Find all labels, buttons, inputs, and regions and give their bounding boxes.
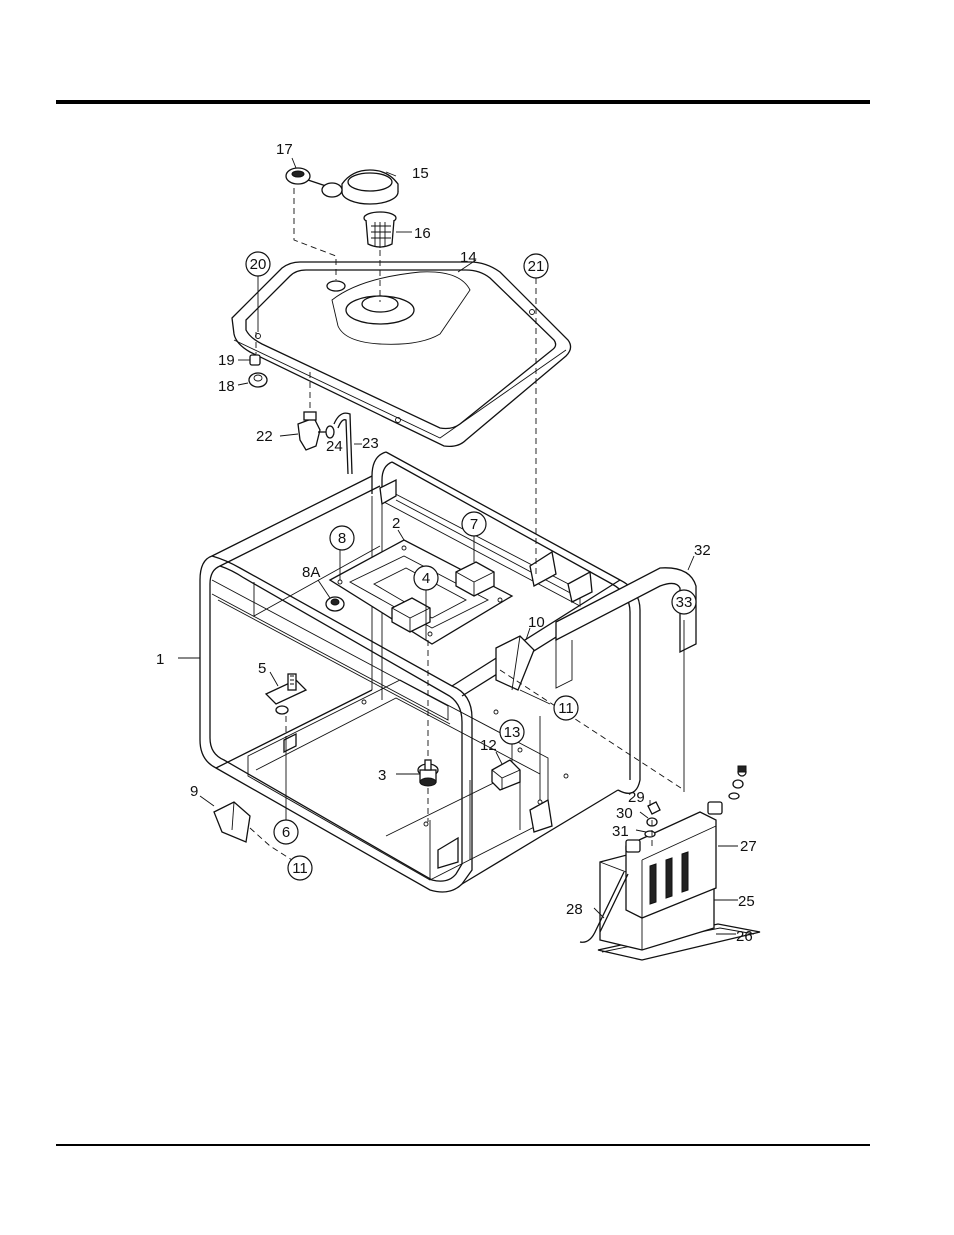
callout-17: 17 — [276, 141, 293, 158]
callout-24: 24 — [326, 438, 343, 455]
callout-30: 30 — [616, 805, 633, 822]
callout-26: 26 — [736, 928, 753, 945]
rubber-mount — [418, 760, 438, 786]
drain-plug — [250, 355, 260, 365]
callout-4: 4 — [422, 570, 430, 587]
fuel-cock — [298, 412, 326, 450]
lock-nut — [326, 597, 344, 611]
callout-8a: 8A — [302, 564, 320, 581]
callout-9: 9 — [190, 783, 198, 800]
callout-22: 22 — [256, 428, 273, 445]
callout-32: 32 — [694, 542, 711, 559]
rubber-mount-side — [266, 674, 306, 714]
callout-11-upper: 11 — [558, 700, 574, 717]
callout-29: 29 — [628, 789, 645, 806]
callout-27: 27 — [740, 838, 757, 855]
callout-5: 5 — [258, 660, 266, 677]
bracket-small — [492, 760, 520, 790]
callout-16: 16 — [414, 225, 431, 242]
fuel-cap — [342, 170, 398, 204]
callout-8: 8 — [338, 530, 346, 547]
callout-10: 10 — [528, 614, 545, 631]
callout-13: 13 — [504, 724, 521, 741]
callout-31: 31 — [612, 823, 629, 840]
terminal-bolt — [648, 766, 746, 814]
callout-12: 12 — [480, 737, 497, 754]
callout-11-lower: 11 — [292, 860, 308, 877]
drain-nut — [249, 373, 267, 387]
callout-20: 20 — [250, 256, 267, 273]
callout-25: 25 — [738, 893, 755, 910]
callout-6: 6 — [282, 824, 290, 841]
callout-7: 7 — [470, 516, 478, 533]
callout-19: 19 — [218, 352, 235, 369]
callout-18: 18 — [218, 378, 235, 395]
fuel-strainer — [364, 212, 396, 248]
callout-3: 3 — [378, 767, 386, 784]
fuel-tank — [232, 262, 571, 446]
callout-15: 15 — [412, 165, 429, 182]
callout-1: 1 — [156, 651, 164, 668]
callout-14: 14 — [460, 249, 477, 266]
callout-33: 33 — [676, 594, 693, 611]
callout-23: 23 — [362, 435, 379, 452]
side-bracket — [214, 802, 250, 842]
callout-21: 21 — [528, 258, 545, 275]
hose-clip — [326, 426, 334, 438]
callout-28: 28 — [566, 901, 583, 918]
support-plate — [496, 636, 534, 690]
callout-2: 2 — [392, 515, 400, 532]
